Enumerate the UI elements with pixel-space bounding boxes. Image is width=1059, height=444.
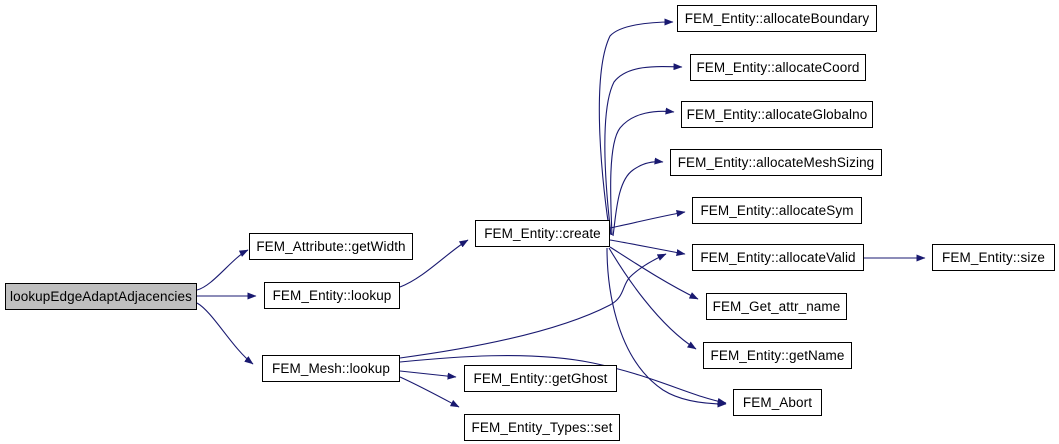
- graph-node-getName[interactable]: FEM_Entity::getName: [703, 342, 852, 369]
- graph-node-allocSym[interactable]: FEM_Entity::allocateSym: [692, 197, 862, 224]
- graph-node-getWidth[interactable]: FEM_Attribute::getWidth: [249, 233, 413, 260]
- graph-node-allocMeshSizing[interactable]: FEM_Entity::allocateMeshSizing: [670, 149, 882, 176]
- graph-edge-create-to-getName: [608, 247, 697, 350]
- graph-edge-root-to-meshLookup: [196, 302, 254, 365]
- graph-edge-create-to-allocGlobalno: [610, 107, 675, 236]
- graph-edge-create-to-allocBoundary: [598, 18, 674, 235]
- graph-node-allocGlobalno[interactable]: FEM_Entity::allocateGlobalno: [681, 101, 873, 128]
- graph-edge-create-to-allocValid: [609, 239, 686, 256]
- graph-node-typesSet[interactable]: FEM_Entity_Types::set: [464, 414, 620, 441]
- graph-node-abort[interactable]: FEM_Abort: [733, 389, 822, 416]
- graph-edge-meshLookup-to-create: [399, 253, 667, 359]
- graph-edge-create-to-getAttrName: [609, 246, 699, 300]
- graph-node-allocBoundary[interactable]: FEM_Entity::allocateBoundary: [677, 5, 877, 32]
- graph-node-entityLookup[interactable]: FEM_Entity::lookup: [264, 282, 400, 309]
- graph-node-root[interactable]: lookupEdgeAdaptAdjacencies: [5, 283, 197, 310]
- graph-node-getGhost[interactable]: FEM_Entity::getGhost: [464, 365, 617, 392]
- graph-node-getAttrName[interactable]: FEM_Get_attr_name: [706, 293, 847, 320]
- graph-node-allocCoord[interactable]: FEM_Entity::allocateCoord: [690, 54, 866, 81]
- graph-node-size[interactable]: FEM_Entity::size: [932, 244, 1055, 271]
- graph-node-allocValid[interactable]: FEM_Entity::allocateValid: [692, 244, 864, 271]
- graph-edge-create-to-allocSym: [609, 210, 686, 229]
- graph-edge-create-to-abort: [606, 247, 727, 408]
- graph-node-create[interactable]: FEM_Entity::create: [475, 220, 610, 247]
- graph-node-meshLookup[interactable]: FEM_Mesh::lookup: [262, 355, 400, 382]
- graph-edge-root-to-getWidth: [196, 249, 249, 291]
- graph-edge-meshLookup-to-getGhost: [399, 370, 457, 380]
- graph-edge-meshLookup-to-typesSet: [399, 376, 460, 408]
- graph-edge-create-to-allocMeshSizing: [612, 157, 664, 237]
